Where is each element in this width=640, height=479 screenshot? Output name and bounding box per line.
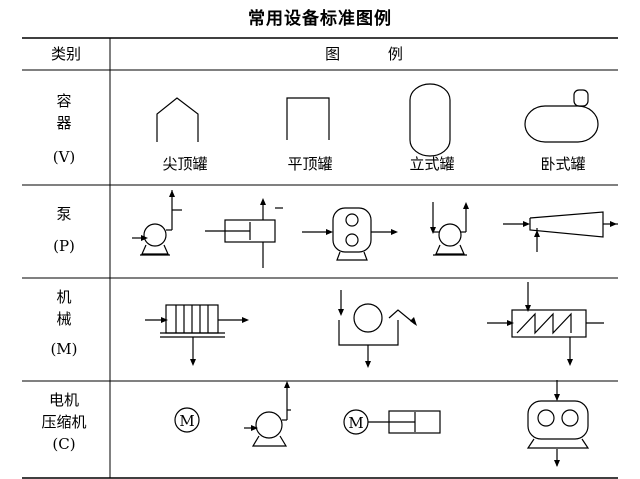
category-code: (M) bbox=[50, 340, 78, 358]
page-title: 常用设备标准图例 bbox=[248, 9, 392, 29]
centrifuge-icon bbox=[338, 290, 417, 368]
screw-conveyor-icon bbox=[487, 282, 604, 366]
caption-vertical-tank: 立式罐 bbox=[409, 155, 455, 173]
motor-label: M bbox=[348, 414, 363, 432]
category-code: (V) bbox=[52, 148, 76, 166]
category-name-line: 电机 bbox=[48, 391, 79, 409]
flat-roof-tank-icon bbox=[286, 97, 330, 140]
caption-flat-roof-tank: 平顶罐 bbox=[287, 155, 333, 173]
centrifugal-compressor-icon bbox=[244, 381, 291, 447]
vertical-tank-icon bbox=[409, 83, 451, 157]
reciprocating-pump-icon bbox=[205, 198, 283, 268]
category-name-line: 压缩机 bbox=[41, 413, 87, 431]
pointed-roof-tank-icon bbox=[156, 97, 199, 142]
row-category-pump: 泵 (P) bbox=[22, 203, 106, 257]
centrifugal-pump-icon bbox=[132, 190, 182, 256]
motor-label: M bbox=[179, 412, 194, 430]
row-category-machinery: 机 械 (M) bbox=[22, 286, 106, 360]
category-code: (P) bbox=[53, 237, 75, 255]
caption-pointed-roof-tank: 尖顶罐 bbox=[162, 155, 208, 173]
row-category-container: 容 器 (V) bbox=[22, 90, 106, 168]
category-name-line: 器 bbox=[56, 114, 72, 132]
category-code: (C) bbox=[52, 435, 76, 453]
row-category-compressor: 电机 压缩机 (C) bbox=[22, 389, 106, 455]
category-name-line: 泵 bbox=[56, 205, 72, 223]
header-category: 类别 bbox=[50, 45, 81, 63]
category-name-line: 机 bbox=[56, 288, 72, 306]
horizontal-tank-icon bbox=[524, 89, 599, 143]
ejector-icon bbox=[503, 211, 618, 252]
vertical-pump-icon bbox=[430, 202, 469, 256]
rotary-pump-icon bbox=[302, 207, 398, 261]
motor-symbol-icon bbox=[174, 407, 200, 433]
category-name-line: 容 bbox=[56, 92, 72, 110]
caption-horizontal-tank: 卧式罐 bbox=[540, 155, 586, 173]
filter-press-icon bbox=[145, 304, 249, 366]
category-name-line: 械 bbox=[56, 310, 72, 328]
header-figure: 图 例 bbox=[325, 45, 403, 63]
rotary-compressor-icon bbox=[526, 380, 590, 467]
reciprocating-compressor-icon bbox=[368, 410, 441, 434]
